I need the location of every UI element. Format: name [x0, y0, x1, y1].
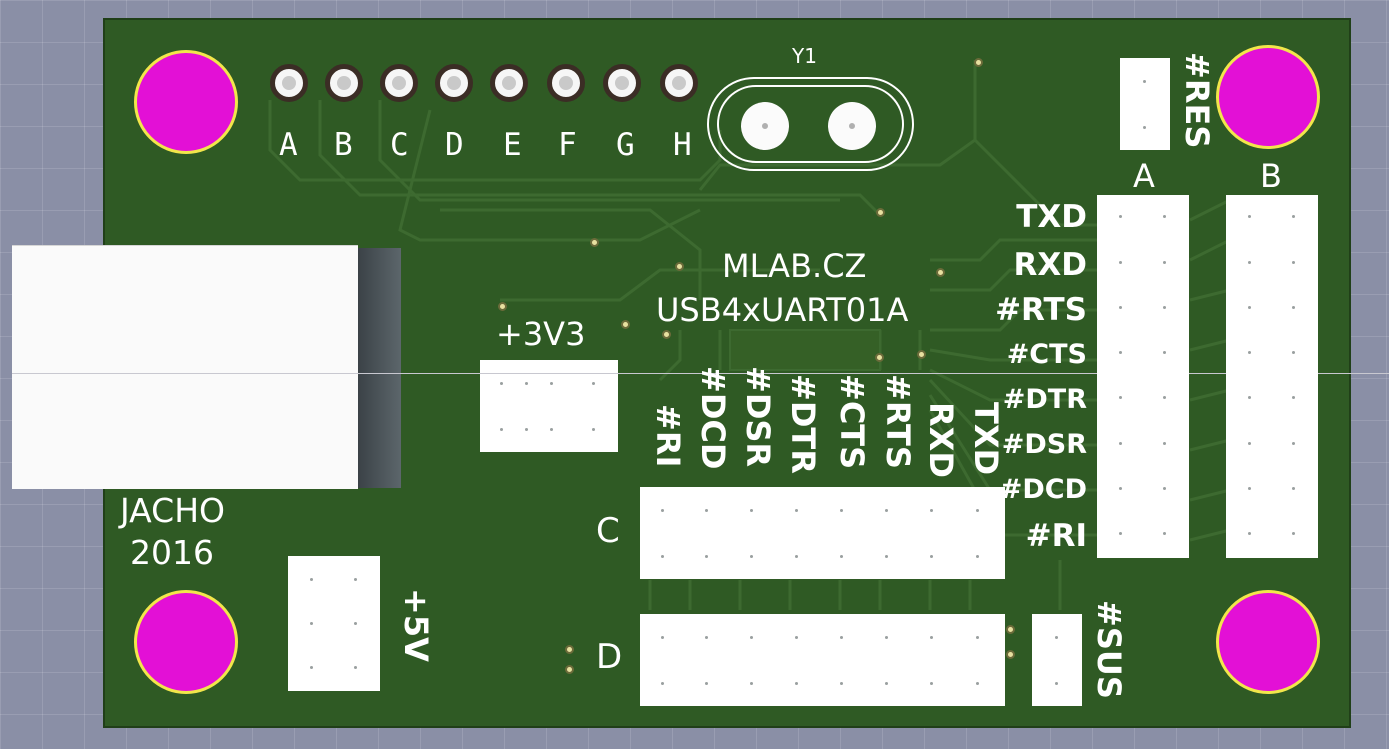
vertical-signal-dtr: #DTR — [784, 374, 822, 474]
port-d-header — [640, 614, 1005, 706]
via — [498, 302, 507, 311]
led-label-g: G — [616, 127, 635, 163]
vertical-signal-cts: #CTS — [833, 374, 871, 470]
port-a-label: A — [1133, 157, 1155, 195]
mounting-hole-bottom-right — [1216, 590, 1320, 694]
via — [565, 645, 574, 654]
signal-label-ri: #RI — [1025, 518, 1087, 554]
power-5v-header — [288, 556, 380, 691]
mounting-hole-bottom-left — [134, 590, 238, 694]
vertical-signal-txd: TXD — [967, 402, 1005, 476]
via — [565, 665, 574, 674]
vertical-signal-dcd: #DCD — [694, 366, 732, 470]
signal-label-dtr: #DTR — [1002, 384, 1087, 415]
crystal-label: Y1 — [792, 44, 817, 68]
via — [621, 320, 630, 329]
led-pad — [547, 64, 585, 102]
led-pad — [490, 64, 528, 102]
led-label-h: H — [673, 127, 692, 163]
port-c-label: C — [596, 511, 620, 551]
led-pad — [325, 64, 363, 102]
signal-label-rts: #RTS — [995, 292, 1087, 328]
led-label-f: F — [558, 127, 577, 163]
board-name: USB4xUART01A — [656, 291, 909, 329]
board-title: MLAB.CZ — [722, 247, 867, 285]
usb-centerline — [12, 373, 1389, 374]
power-3v3-header — [480, 360, 618, 452]
port-c-header — [640, 487, 1005, 579]
led-label-a: A — [279, 127, 298, 163]
via — [590, 238, 599, 247]
sus-jumper — [1032, 614, 1082, 706]
author-label: JACHO — [120, 491, 225, 530]
signal-label-rxd: RXD — [1013, 247, 1087, 283]
led-pad — [435, 64, 473, 102]
via — [1006, 650, 1015, 659]
usb-connector-side — [357, 248, 401, 488]
port-d-label: D — [596, 637, 623, 677]
year-label: 2016 — [130, 533, 214, 572]
signal-label-cts: #CTS — [1006, 339, 1087, 370]
via — [936, 268, 945, 277]
led-label-e: E — [503, 127, 522, 163]
led-pad — [603, 64, 641, 102]
sus-label: #SUS — [1090, 600, 1128, 699]
vertical-signal-dsr: #DSR — [739, 366, 777, 468]
usb-connector — [12, 245, 358, 489]
led-label-b: B — [334, 127, 353, 163]
mounting-hole-top-left — [134, 50, 238, 154]
vertical-signal-rts: #RTS — [879, 374, 917, 469]
via — [974, 58, 983, 67]
via — [876, 208, 885, 217]
signal-label-dsr: #DSR — [1001, 429, 1087, 460]
signal-label-dcd: #DCD — [999, 474, 1087, 505]
via — [662, 330, 671, 339]
via — [1006, 625, 1015, 634]
port-b-label: B — [1260, 157, 1282, 195]
led-pad — [270, 64, 308, 102]
res-label: #RES — [1178, 52, 1216, 149]
power-5v-label: +5V — [397, 588, 435, 662]
port-b-header — [1226, 195, 1318, 558]
port-a-header — [1097, 195, 1189, 558]
via — [675, 262, 684, 271]
vertical-signal-rxd: RXD — [922, 402, 960, 478]
led-pad — [660, 64, 698, 102]
power-3v3-label: +3V3 — [496, 315, 586, 353]
via — [875, 353, 884, 362]
led-pad — [380, 64, 418, 102]
res-jumper — [1120, 58, 1170, 150]
via — [917, 350, 926, 359]
led-label-c: C — [390, 127, 409, 163]
led-label-d: D — [445, 127, 464, 163]
vertical-signal-ri: #RI — [649, 404, 687, 468]
signal-label-txd: TXD — [1016, 199, 1087, 235]
mounting-hole-top-right — [1216, 45, 1320, 149]
crystal-pad — [828, 102, 876, 150]
crystal-pad — [741, 102, 789, 150]
